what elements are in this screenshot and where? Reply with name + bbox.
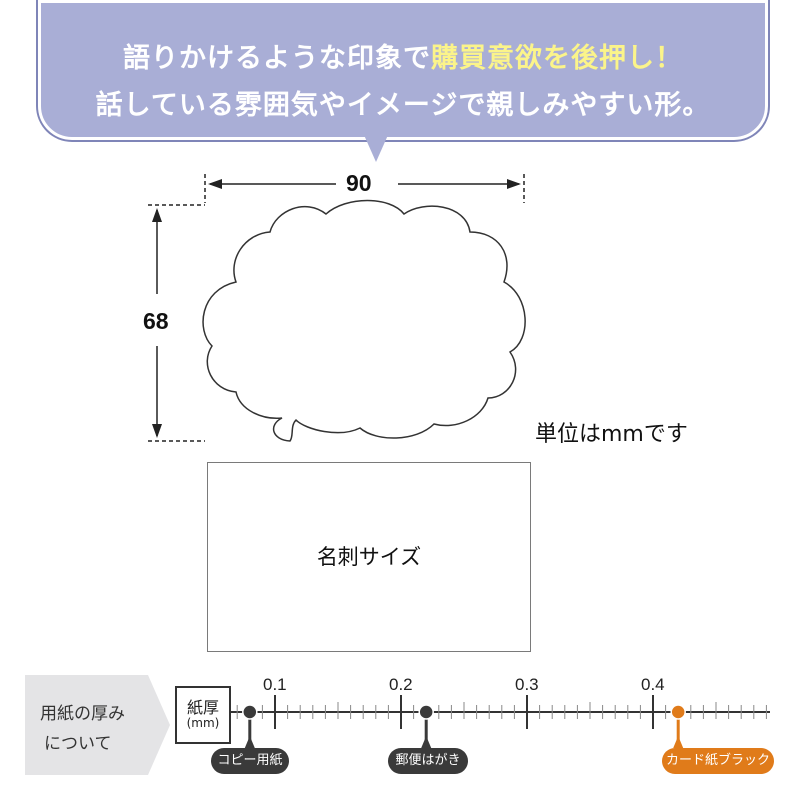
unit-note: 単位はmmです bbox=[535, 422, 688, 447]
headline-line-2: 話している雰囲気やイメージで親しみやすい形。 bbox=[95, 90, 711, 121]
marker-pointer-head bbox=[244, 736, 255, 748]
thickness-label: 紙厚 bbox=[186, 698, 219, 717]
business-card-size-box: 名刺サイズ bbox=[207, 462, 531, 652]
marker-dot bbox=[242, 704, 258, 720]
thickness-ruler bbox=[227, 695, 770, 748]
marker-tag-card-paper-black: カード紙ブラック bbox=[662, 748, 774, 774]
marker-dot bbox=[670, 704, 686, 720]
headline-banner: 語りかけるような印象で購買意欲を後押し！ 話している雰囲気やイメージで親しみやす… bbox=[38, 0, 768, 140]
tick-label-0-1: 0.1 bbox=[263, 675, 287, 694]
thickness-unit-box: 紙厚 (mm) bbox=[175, 686, 231, 744]
headline-highlight: 購買意欲を後押し！ bbox=[431, 43, 683, 74]
thickness-unit: (mm) bbox=[186, 716, 220, 730]
marker-tag-postcard: 郵便はがき bbox=[388, 748, 468, 774]
card-size-label: 名刺サイズ bbox=[316, 545, 422, 569]
tick-label-0-2: 0.2 bbox=[389, 675, 413, 694]
height-value: 68 bbox=[143, 308, 169, 334]
marker-pointer-head bbox=[673, 736, 684, 748]
scale-title-line-2: について bbox=[44, 734, 112, 754]
tick-label-0-3: 0.3 bbox=[515, 675, 539, 694]
speech-bubble-shape bbox=[202, 199, 526, 442]
marker-pointer-head bbox=[421, 736, 432, 748]
marker-dot bbox=[418, 704, 434, 720]
width-value: 90 bbox=[346, 170, 372, 196]
headline-text: 語りかけるような印象で bbox=[123, 43, 431, 74]
banner-tail bbox=[360, 126, 392, 162]
scale-title-line-1: 用紙の厚み bbox=[40, 704, 125, 724]
tick-label-0-4: 0.4 bbox=[641, 675, 665, 694]
marker-tag-copy-paper: コピー用紙 bbox=[211, 748, 289, 774]
headline-line-1: 語りかけるような印象で購買意欲を後押し！ bbox=[41, 36, 765, 75]
